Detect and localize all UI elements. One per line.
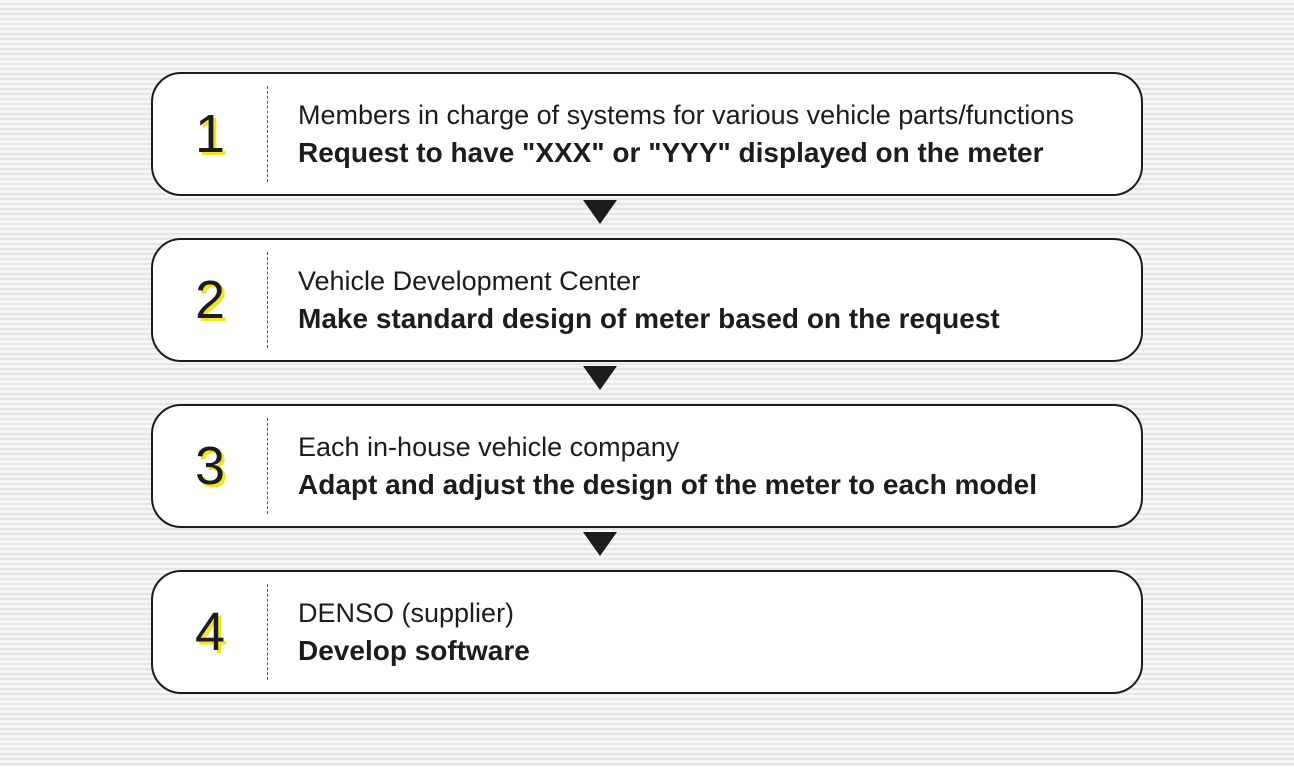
step-text: Vehicle Development Center Make standard… (298, 265, 1121, 338)
dashed-divider (267, 86, 268, 182)
step-box-2: 2 Vehicle Development Center Make standa… (151, 238, 1143, 390)
dashed-divider (267, 418, 268, 514)
process-flow: 1 Members in charge of systems for vario… (151, 72, 1143, 694)
step-number: 4 (194, 601, 226, 662)
dashed-divider (267, 584, 268, 680)
step-action: Make standard design of meter based on t… (298, 303, 1000, 334)
step-text: Members in charge of systems for various… (298, 99, 1121, 172)
step-actor: Vehicle Development Center (298, 266, 641, 296)
step-box-4: 4 DENSO (supplier) Develop software (151, 570, 1143, 694)
step-actor: DENSO (supplier) (298, 598, 515, 628)
step-action: Adapt and adjust the design of the meter… (298, 469, 1037, 500)
step-box-3: 3 Each in-house vehicle company Adapt an… (151, 404, 1143, 556)
step-box-1: 1 Members in charge of systems for vario… (151, 72, 1143, 224)
step-number: 1 (194, 103, 226, 164)
step-text: Each in-house vehicle company Adapt and … (298, 431, 1121, 504)
down-arrow-icon (583, 532, 617, 556)
step-action: Request to have "XXX" or "YYY" displayed… (298, 137, 1044, 168)
step-actor: Each in-house vehicle company (298, 432, 680, 462)
down-arrow-icon (583, 200, 617, 224)
step-number: 2 (194, 269, 226, 330)
step-text: DENSO (supplier) Develop software (298, 597, 1121, 670)
dashed-divider (267, 252, 268, 348)
step-actor: Members in charge of systems for various… (298, 100, 1074, 130)
down-arrow-icon (583, 366, 617, 390)
step-action: Develop software (298, 635, 530, 666)
step-number: 3 (194, 435, 226, 496)
